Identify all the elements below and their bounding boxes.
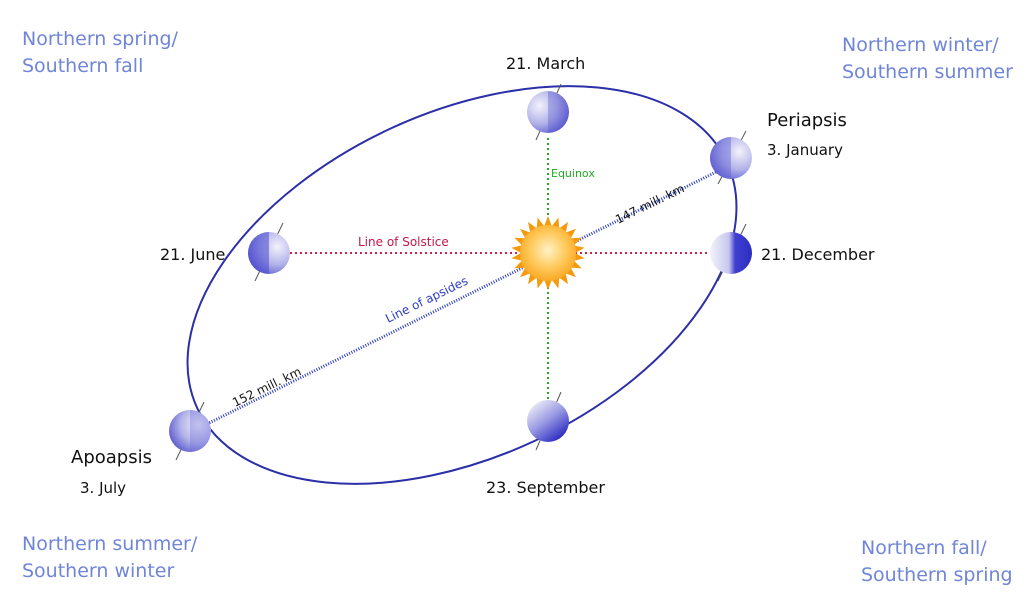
planet-apoapsis <box>169 401 211 461</box>
september-label: 23. September <box>486 478 605 497</box>
season-bottom-left-line1: Northern summer/ <box>22 533 198 555</box>
perihelion-distance-label: 147 mill. km <box>613 181 686 226</box>
apsides-label: Line of apsides <box>383 274 470 326</box>
periapsis-date: 3. January <box>767 141 843 159</box>
apoapsis-title: Apoapsis <box>71 447 152 468</box>
season-top-left-line1: Northern spring/ <box>22 28 178 50</box>
season-top-left: Northern spring/ Southern fall <box>22 26 178 80</box>
season-top-right-line2: Southern summer <box>842 61 1013 83</box>
equinox-label: Equinox <box>551 167 595 180</box>
planet-september <box>527 391 569 451</box>
sun-icon <box>511 216 585 290</box>
apsides-line <box>206 170 717 426</box>
march-label: 21. March <box>506 54 586 73</box>
season-top-right: Northern winter/ Southern summer <box>842 32 1013 86</box>
apoapsis-date: 3. July <box>80 479 127 497</box>
season-top-right-line1: Northern winter/ <box>842 34 999 56</box>
planet-december <box>710 223 752 282</box>
solstice-label: Line of Solstice <box>358 235 449 249</box>
june-label: 21. June <box>160 245 226 264</box>
planet-periapsis <box>710 130 752 185</box>
season-bottom-right-line1: Northern fall/ <box>861 537 987 559</box>
season-bottom-right-line2: Southern spring <box>861 564 1013 586</box>
planet-june <box>248 222 290 282</box>
season-bottom-left-line2: Southern winter <box>22 560 175 582</box>
planet-march <box>527 83 569 141</box>
periapsis-title: Periapsis <box>767 110 847 131</box>
season-bottom-right: Northern fall/ Southern spring <box>861 535 1013 589</box>
season-bottom-left: Northern summer/ Southern winter <box>22 531 197 585</box>
season-top-left-line2: Southern fall <box>22 55 144 77</box>
aphelion-distance-label: 152 mill. km <box>230 364 303 409</box>
december-label: 21. December <box>761 245 875 264</box>
